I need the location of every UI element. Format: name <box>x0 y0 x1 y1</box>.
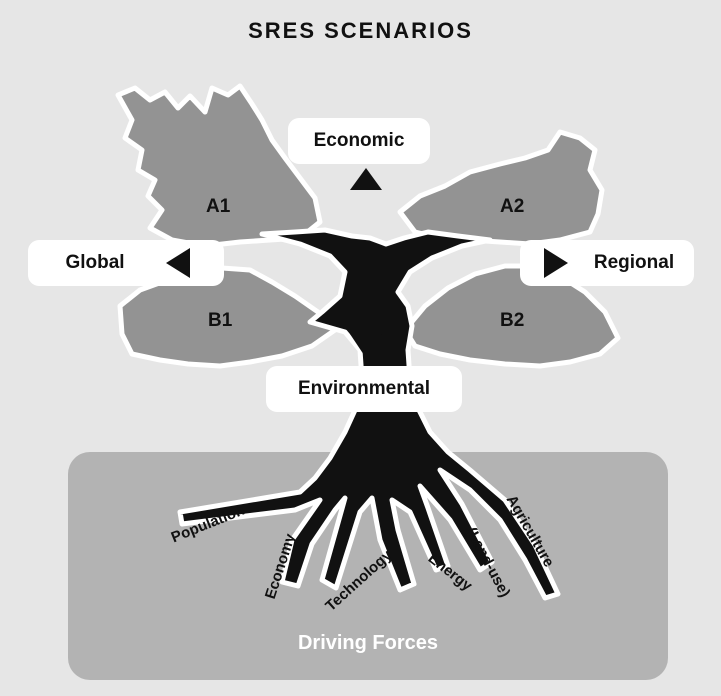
arrow-down-icon <box>350 334 382 358</box>
global-box <box>28 240 224 286</box>
economic-box <box>288 118 430 164</box>
global-label: Global <box>65 252 125 273</box>
environmental-label: Environmental <box>298 378 430 399</box>
environmental-box <box>266 366 462 412</box>
canopy-a1 <box>115 83 323 249</box>
driving-forces-label: Driving Forces <box>297 632 439 654</box>
tree-trunk <box>177 227 561 601</box>
scenario-a2-label: A2 <box>500 196 525 217</box>
scenario-a1-label: A1 <box>206 196 231 217</box>
diagram-title: SRES SCENARIOS <box>248 18 473 43</box>
arrow-right-icon <box>544 248 568 278</box>
regional-box <box>520 240 694 286</box>
arrow-up-icon <box>350 168 382 190</box>
scenario-b1-label: B1 <box>208 310 233 331</box>
scenario-b2-label: B2 <box>500 310 525 331</box>
economic-label: Economic <box>313 130 405 151</box>
canopy-a2 <box>397 129 605 247</box>
canopy-b2 <box>402 263 621 369</box>
regional-label: Regional <box>593 252 675 273</box>
arrow-left-icon <box>166 248 190 278</box>
